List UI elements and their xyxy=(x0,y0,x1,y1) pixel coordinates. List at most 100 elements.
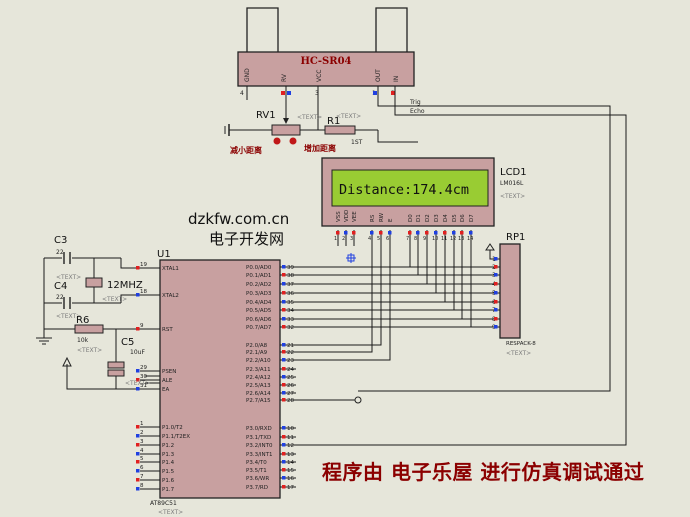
mcu-pin-name: P2.3/A11 xyxy=(246,367,271,373)
lcd-pin-label: D7 xyxy=(469,214,475,222)
mcu-pin-number: 29 xyxy=(140,365,147,371)
pin-marker xyxy=(282,282,286,286)
c5-plate xyxy=(107,369,125,377)
mcu-pin-name: P3.5/T1 xyxy=(246,468,267,474)
mcu-pin-name: ALE xyxy=(162,378,173,384)
crosshair-icon xyxy=(346,253,356,263)
sensor-body[interactable] xyxy=(237,51,415,87)
mcu-pin-name: P3.2/INT0 xyxy=(246,443,273,449)
pin-marker xyxy=(282,300,286,304)
r1-resistor[interactable]: R1 <TEXT> 1ST xyxy=(324,113,363,146)
mcu-pin-number: 17 xyxy=(287,485,294,491)
pin-marker xyxy=(388,231,392,235)
lcd-pin-number: 9 xyxy=(423,236,426,242)
lcd-pin-label: D2 xyxy=(425,214,431,222)
pin-marker xyxy=(494,291,498,295)
rv1-potentiometer[interactable]: RV1 <TEXT> 减小距离 增加距离 xyxy=(224,110,336,155)
mcu-pin-number: 32 xyxy=(287,325,294,331)
pin-marker xyxy=(494,300,498,304)
c4-text: <TEXT> xyxy=(56,313,81,320)
pin-marker xyxy=(282,317,286,321)
mcu-pin-name: P0.5/AD5 xyxy=(246,308,272,314)
r1-value: 1ST xyxy=(351,139,363,146)
pin-marker xyxy=(443,231,447,235)
pin-marker xyxy=(344,231,348,235)
probe-point[interactable] xyxy=(354,396,362,404)
pin-marker xyxy=(494,325,498,329)
pin-marker xyxy=(282,358,286,362)
mcu-pin-name: P3.7/RD xyxy=(246,485,268,491)
hc-sr04-module[interactable]: HC-SR04 GND RV VCC OUT IN 4 3 1 2 Trig E… xyxy=(237,7,425,115)
mcu-pin-name: P0.3/AD3 xyxy=(246,291,272,297)
rp1-body[interactable] xyxy=(499,243,521,339)
pin-marker xyxy=(282,265,286,269)
lcd-text: <TEXT> xyxy=(500,193,525,200)
banner-caption: 程序由 电子乐屋 进行仿真调试通过 xyxy=(322,460,645,484)
mcu-pin-number: 1 xyxy=(140,421,144,427)
pin-marker xyxy=(281,91,285,95)
r6-body[interactable] xyxy=(74,324,104,334)
mcu-pin-name: P2.1/A9 xyxy=(246,350,268,356)
pin-marker xyxy=(282,383,286,387)
echo-label: Echo xyxy=(410,108,425,115)
mcu-pin-name: P0.1/AD1 xyxy=(246,273,271,279)
pin-marker xyxy=(282,367,286,371)
pin-marker xyxy=(136,487,140,491)
pin-marker xyxy=(282,325,286,329)
c4-ref: C4 xyxy=(54,281,67,292)
mcu-pin-name: P3.1/TXD xyxy=(246,435,271,441)
pin-marker xyxy=(391,91,395,95)
lcd-ref: LCD1 xyxy=(500,167,527,178)
r6-text: <TEXT> xyxy=(77,347,102,354)
pin-marker xyxy=(136,425,140,429)
pin-marker xyxy=(408,231,412,235)
mcu-pin-name: P1.5 xyxy=(162,469,175,475)
reset-circuit[interactable]: R6 10k <TEXT> C5 10uF <TEXT> xyxy=(36,315,150,387)
rv1-decrease-button[interactable] xyxy=(273,137,281,145)
pin-marker xyxy=(373,91,377,95)
sensor-pin-in: IN xyxy=(393,76,400,82)
rv1-increase-label: 增加距离 xyxy=(304,143,336,153)
pin-marker xyxy=(287,91,291,95)
rv1-increase-button[interactable] xyxy=(289,137,297,145)
mcu-pin-number: 24 xyxy=(287,367,294,373)
mcu-pin-number: 6 xyxy=(140,465,144,471)
mcu-pin-number: 7 xyxy=(140,474,144,480)
mcu-pin-number: 21 xyxy=(287,343,294,349)
mcu-pin-number: 9 xyxy=(140,323,144,329)
mcu-body[interactable] xyxy=(159,259,281,499)
mcu-pin-number: 5 xyxy=(140,456,144,462)
pin-marker xyxy=(136,387,140,391)
mcu-pin-name: XTAL1 xyxy=(162,266,179,272)
rp1-ref: RP1 xyxy=(506,232,525,243)
mcu-pin-number: 4 xyxy=(140,448,144,454)
lcd-pin-label: D3 xyxy=(434,214,440,222)
mcu-pin-name: P2.0/A8 xyxy=(246,343,268,349)
crystal-body[interactable] xyxy=(85,277,103,288)
mcu-pin-number: 18 xyxy=(140,289,147,295)
ground-icon xyxy=(36,337,52,345)
lcd-pin-label: VEE xyxy=(352,211,358,222)
lcd-module[interactable]: Distance:174.4cm LCD1 LM016L <TEXT> VSS1… xyxy=(321,157,527,242)
rv1-body[interactable] xyxy=(271,124,301,136)
lcd-pin-label: D4 xyxy=(443,214,449,222)
mcu-u1[interactable]: U1 AT89C51 <TEXT> 19XTAL118XTAL29RST29PS… xyxy=(136,249,296,516)
mcu-pin-name: P1.6 xyxy=(162,478,175,484)
mcu-pin-number: 27 xyxy=(287,391,294,397)
mcu-pin-name: P3.6/WR xyxy=(246,476,269,482)
mcu-pin-name: P2.6/A14 xyxy=(246,391,271,397)
oscillator-circuit[interactable]: C3 C4 22 22 <TEXT> <TEXT> 12MHZ <TEXT> xyxy=(54,235,143,320)
pin-marker xyxy=(379,231,383,235)
pin-marker xyxy=(370,231,374,235)
pin-marker xyxy=(494,317,498,321)
mcu-pin-number: 15 xyxy=(287,468,294,474)
lcd-pin-label: RS xyxy=(370,214,376,222)
r1-body[interactable] xyxy=(324,125,356,135)
pin-marker xyxy=(282,350,286,354)
sensor-pin-num-3: 3 xyxy=(315,90,319,97)
pin-marker xyxy=(469,231,473,235)
mcu-pin-number: 3 xyxy=(140,439,144,445)
lcd-pin-number: 10 xyxy=(432,236,438,242)
